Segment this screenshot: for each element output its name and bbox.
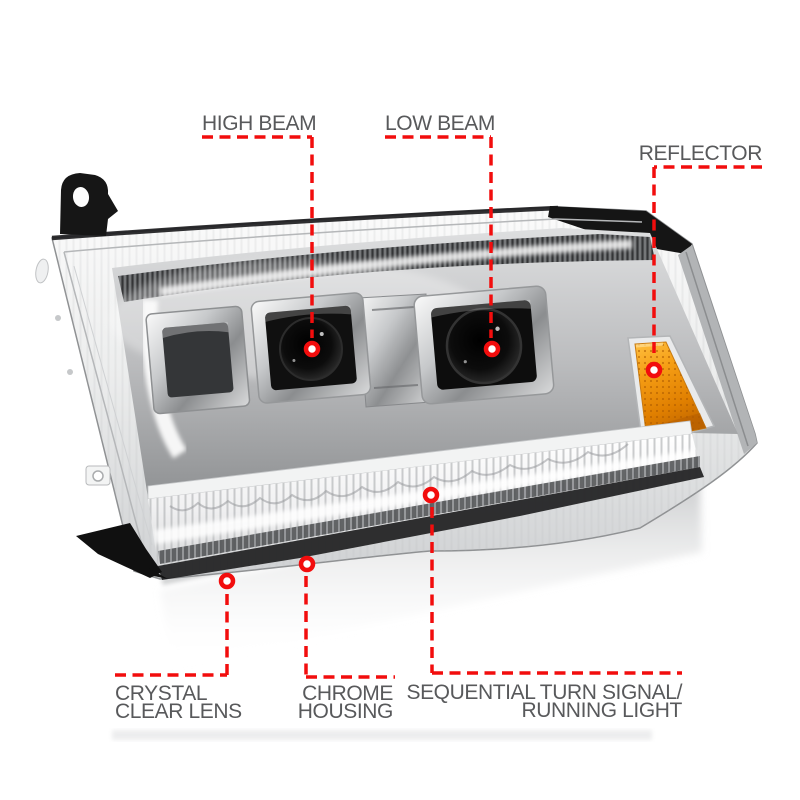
label-sequential-line1: SEQUENTIAL TURN SIGNAL/: [406, 681, 682, 704]
label-chrome-housing-line1: CHROME: [302, 682, 393, 705]
reflector-pointer-line: [652, 165, 762, 358]
label-reflector: REFLECTOR: [639, 142, 762, 165]
annotation-lines: [115, 135, 762, 679]
label-high-beam: HIGH BEAM: [202, 112, 316, 135]
headlight-photo: [35, 173, 758, 740]
label-sequential-line2: RUNNING LIGHT: [522, 699, 683, 722]
sequential-dot: [422, 486, 440, 504]
chrome-housing-pointer-line: [304, 576, 395, 679]
crystal-clear-lens-pointer-line: [115, 593, 229, 677]
label-chrome-housing-line2: HOUSING: [298, 700, 393, 723]
sequential-pointer-line: [430, 507, 682, 675]
crystal-clear-lens-dot: [218, 572, 236, 590]
label-crystal-clear-lens-line2: CLEAR LENS: [115, 700, 242, 723]
label-crystal-clear-lens-line1: CRYSTAL: [115, 682, 207, 705]
label-low-beam: LOW BEAM: [385, 112, 495, 135]
low-beam-dot: [483, 340, 501, 358]
low-beam-pointer-line: [385, 135, 493, 338]
chrome-housing-dot: [298, 555, 316, 573]
side-reflector-cube: [145, 305, 251, 415]
high-beam-dot: [303, 340, 321, 358]
low-beam-projector: [413, 285, 555, 405]
annotation-labels: HIGH BEAM LOW BEAM REFLECTOR CRYSTAL CLE…: [115, 112, 763, 723]
high-beam-pointer-line: [202, 135, 314, 338]
reflector-dot: [645, 361, 663, 379]
mounting-tabs: [35, 173, 168, 579]
upper-mounting-tab: [60, 173, 118, 236]
